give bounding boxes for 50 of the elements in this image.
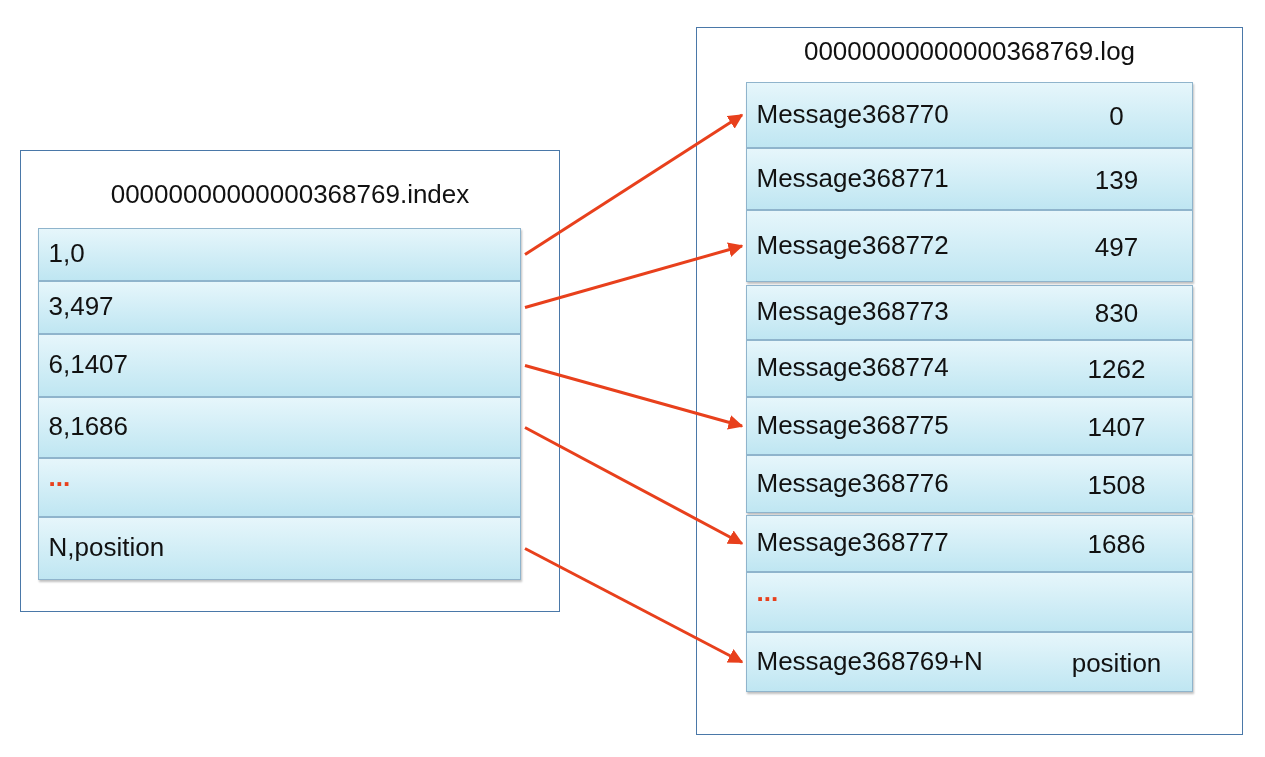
- entry-position: 0: [1108, 100, 1125, 132]
- file-panel: [20, 150, 560, 612]
- entry-row: [745, 631, 1193, 692]
- entry-row: [37, 457, 521, 517]
- entry-key: Message368772: [756, 229, 949, 261]
- entry-row: [37, 396, 521, 458]
- entry-row: [745, 454, 1193, 513]
- file-panel: [696, 27, 1243, 735]
- entry-key: Message368777: [756, 527, 949, 558]
- entry-position: 1407: [1086, 411, 1147, 443]
- entry-position: 139: [1093, 164, 1140, 196]
- entry-row: [745, 284, 1193, 340]
- entry-row: [745, 209, 1193, 282]
- entry-key: Message368769+N: [756, 645, 983, 677]
- ellipsis: ...: [756, 576, 779, 608]
- entry-key: 3,497: [48, 291, 114, 322]
- entry-row: [745, 514, 1193, 572]
- file-name: 00000000000000368769.index: [109, 179, 471, 210]
- entry-row: [37, 333, 521, 397]
- entry-row: [37, 516, 521, 580]
- entry-position: 1508: [1086, 469, 1147, 501]
- entry-key: Message368776: [756, 467, 949, 499]
- entry-key: N,position: [48, 532, 165, 563]
- entry-key: Message368774: [756, 352, 949, 383]
- entry-key: 8,1686: [48, 411, 129, 442]
- entry-row: [745, 396, 1193, 455]
- entry-position: position: [1070, 647, 1163, 679]
- entry-key: 1,0: [48, 238, 85, 269]
- entry-position: 497: [1093, 231, 1140, 263]
- entry-position: 1686: [1086, 529, 1147, 560]
- entry-row: [745, 339, 1193, 397]
- entry-position: 830: [1093, 298, 1140, 329]
- arrow: [524, 426, 744, 545]
- entry-row: [745, 147, 1193, 210]
- arrow: [524, 547, 744, 664]
- entry-key: Message368771: [756, 162, 949, 194]
- arrow: [524, 364, 744, 430]
- entry-key: Message368770: [756, 98, 949, 130]
- arrow: [524, 113, 744, 256]
- entry-position: 1262: [1086, 354, 1147, 385]
- ellipsis: ...: [48, 462, 71, 493]
- entry-key: Message368775: [756, 409, 949, 441]
- entry-key: Message368773: [756, 296, 949, 327]
- arrow: [524, 242, 744, 309]
- entry-row: [745, 81, 1193, 148]
- entry-row: [745, 571, 1193, 632]
- entry-row: [37, 280, 521, 334]
- entry-row: [37, 227, 521, 281]
- file-name: 00000000000000368769.log: [802, 36, 1137, 67]
- entry-key: 6,1407: [48, 349, 129, 380]
